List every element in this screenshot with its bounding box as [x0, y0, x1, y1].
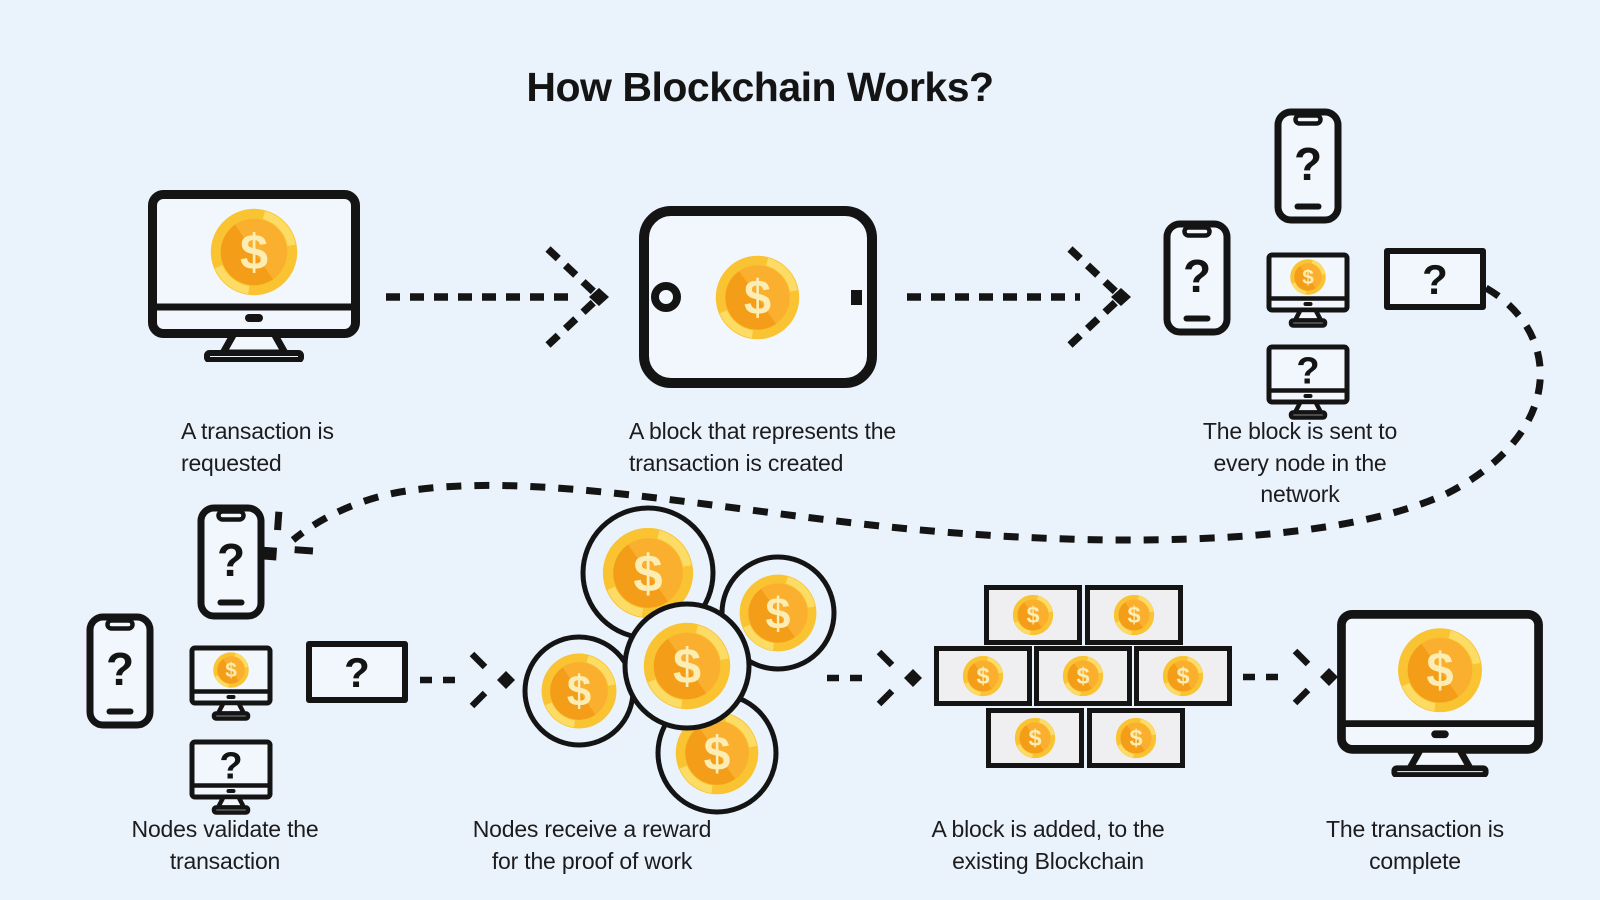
tablet-camera [651, 282, 681, 312]
arrowhead-step1-step2 [545, 246, 609, 348]
step-1-computer [153, 195, 356, 361]
caption-line: The transaction is [1326, 816, 1504, 842]
caption-step-6: A block is added, to the existing Blockc… [908, 814, 1188, 877]
caption-line: Nodes receive a reward [472, 816, 712, 842]
caption-step-1: A transaction is requested [181, 416, 334, 479]
caption-step-2: A block that represents the transaction … [629, 416, 896, 479]
step-3-network-nodes [1167, 112, 1483, 418]
step-7-computer [1341, 614, 1538, 775]
caption-line: requested [181, 449, 282, 476]
caption-line: A transaction is [181, 418, 334, 444]
tablet-button [851, 290, 862, 305]
step-6-blockchain-wall [937, 588, 1230, 766]
flow-arrows [263, 246, 1544, 709]
caption-step-7: The transaction is complete [1275, 814, 1555, 877]
arrowhead-step6-step7 [1292, 648, 1338, 706]
step-5-reward-coins [522, 505, 837, 815]
caption-line: complete [1369, 847, 1461, 874]
caption-line: existing Blockchain [952, 847, 1144, 874]
step-4-validating-nodes [90, 508, 405, 813]
arrowhead-step4-step5 [469, 651, 515, 709]
caption-line: transaction is created [629, 449, 844, 476]
caption-line: Nodes validate the [131, 816, 319, 842]
step-2-tablet [639, 206, 877, 388]
page-title: How Blockchain Works? [526, 64, 994, 110]
caption-line: network [1260, 481, 1340, 507]
caption-line: A block is added, to the [931, 816, 1165, 842]
caption-step-3: The block is sent to every node in the n… [1160, 416, 1440, 511]
caption-line: A block that represents the [629, 418, 896, 444]
caption-line: transaction [169, 847, 281, 874]
arrowhead-step2-step3 [1067, 246, 1131, 348]
arrowhead-step3-step4 [263, 511, 314, 561]
arrowhead-step5-step6 [876, 649, 922, 707]
caption-step-4: Nodes validate the transaction [85, 814, 365, 877]
caption-line: The block is sent to [1202, 418, 1398, 444]
caption-step-5: Nodes receive a reward for the proof of … [452, 814, 732, 877]
arrow-step3-step4-curve [290, 284, 1544, 544]
caption-line: every node in the [1213, 449, 1387, 476]
caption-line: for the proof of work [491, 847, 693, 874]
